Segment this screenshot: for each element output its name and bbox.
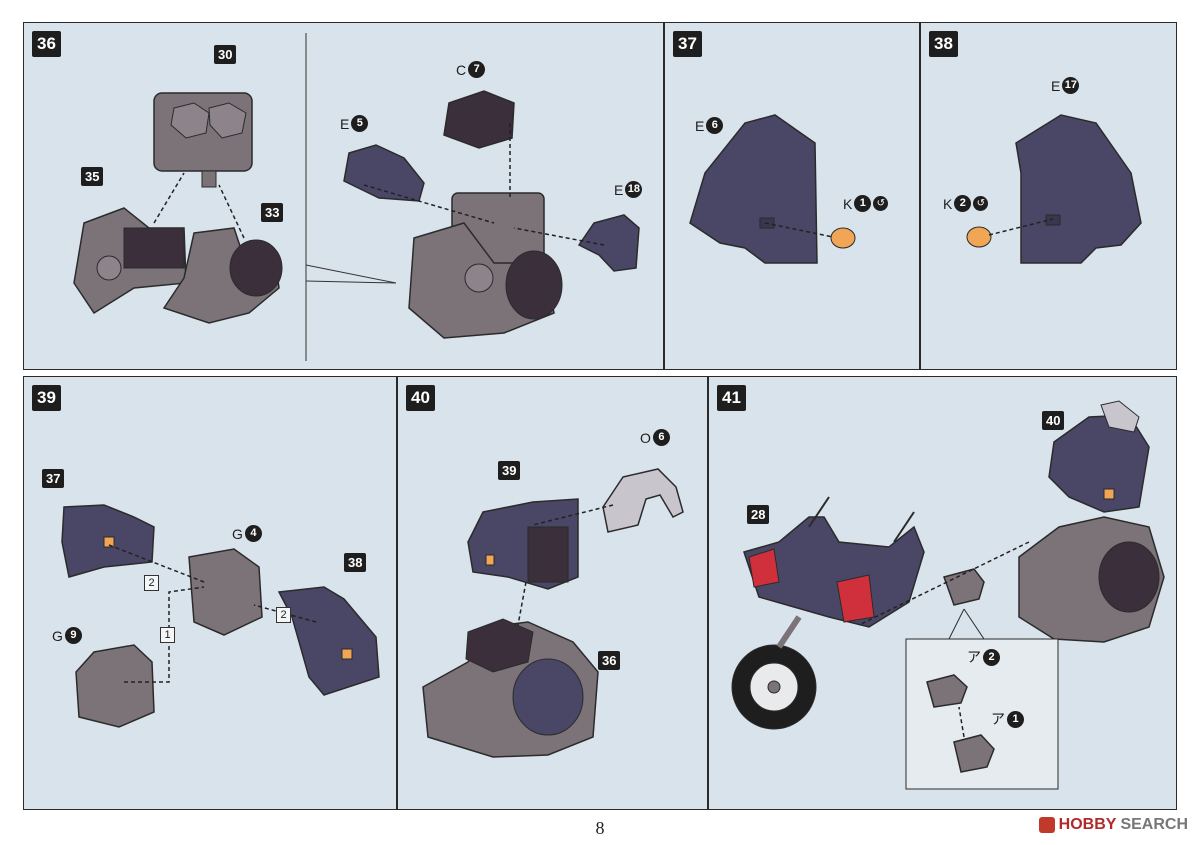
part-c7-shape: [443, 90, 515, 149]
step-41-illustration: [731, 400, 1165, 790]
step-40-illustration: [422, 468, 684, 758]
part-tag-36: 36: [598, 651, 621, 670]
page-number: 8: [595, 818, 605, 838]
part-tag-30: 30: [214, 45, 237, 64]
step-38-number: 38: [929, 31, 958, 57]
part-35-shape: [73, 207, 187, 315]
part-e5-shape: [343, 144, 425, 202]
part-e18-shape: [577, 214, 640, 272]
step-39-number: 39: [32, 385, 61, 411]
watermark-suffix: SEARCH: [1120, 816, 1188, 833]
order-box-1: 1: [160, 627, 175, 643]
rotate-icon: ↺: [973, 196, 989, 211]
step-40-number: 40: [406, 385, 435, 411]
step-36-panel: 36: [23, 22, 664, 370]
part-33-shape: [162, 227, 283, 324]
rotate-icon: ↺: [873, 196, 889, 211]
part-tag-39: 39: [498, 461, 521, 480]
step-37-number: 37: [673, 31, 702, 57]
hobby-search-logo-icon: [1038, 817, 1055, 833]
part-tag-35: 35: [81, 167, 104, 186]
part-30-shape: [153, 92, 253, 188]
step-36-number: 36: [32, 31, 61, 57]
order-box-2a: 2: [144, 575, 159, 591]
step-38-illustration: [966, 114, 1142, 264]
watermark: HOBBY SEARCH: [1038, 816, 1188, 834]
step-37-illustration: [689, 114, 856, 264]
step-39-illustration: [61, 504, 380, 728]
part-tag-28: 28: [747, 505, 770, 524]
assembly-36-shape: [408, 192, 563, 339]
part-tag-37: 37: [42, 469, 65, 488]
watermark-brand: HOBBY: [1058, 816, 1117, 833]
part-tag-33: 33: [261, 203, 284, 222]
part-tag-38: 38: [344, 553, 367, 572]
part-tag-40: 40: [1042, 411, 1065, 430]
step-41-number: 41: [717, 385, 746, 411]
step-36-illustration: [73, 33, 640, 361]
order-box-2b: 2: [276, 607, 291, 623]
